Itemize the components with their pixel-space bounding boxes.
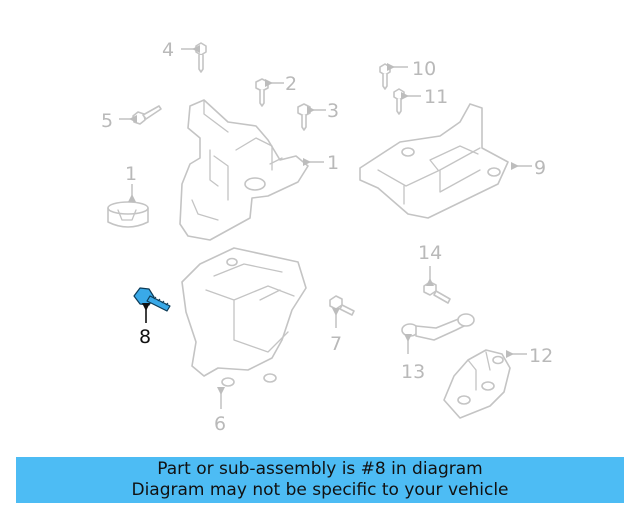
callout-1a[interactable]: 1 [327, 152, 339, 174]
part-6-bracket[interactable] [181, 247, 307, 387]
callout-6[interactable]: 6 [214, 413, 226, 435]
part-1-engine-mount[interactable] [179, 99, 309, 241]
callout-13[interactable]: 13 [401, 361, 425, 383]
callout-11[interactable]: 11 [424, 86, 448, 108]
callout-9[interactable]: 9 [534, 157, 546, 179]
callout-3[interactable]: 3 [327, 100, 339, 122]
part-13-link[interactable] [401, 313, 475, 341]
banner-line-1: Part or sub-assembly is #8 in diagram [157, 459, 483, 479]
info-banner: Part or sub-assembly is #8 in diagram Di… [16, 457, 624, 503]
part-2-bolt[interactable] [255, 78, 269, 107]
part-1-insulator[interactable] [107, 201, 149, 228]
callout-2[interactable]: 2 [285, 73, 297, 95]
banner-line-2: Diagram may not be specific to your vehi… [131, 480, 509, 500]
part-11-bolt[interactable] [393, 88, 405, 115]
callout-8[interactable]: 8 [139, 326, 151, 348]
part-8-bolt-highlighted[interactable] [133, 287, 171, 312]
part-5-bolt[interactable] [132, 105, 162, 125]
callout-14[interactable]: 14 [418, 242, 442, 264]
callout-10[interactable]: 10 [412, 58, 436, 80]
callout-1b[interactable]: 1 [125, 163, 137, 185]
part-12-bracket[interactable] [443, 349, 511, 419]
callout-5[interactable]: 5 [101, 110, 113, 132]
part-4-screw[interactable] [195, 42, 207, 73]
part-3-bolt[interactable] [297, 103, 311, 131]
part-7-bolt[interactable] [329, 295, 355, 316]
callout-12[interactable]: 12 [529, 345, 553, 367]
callout-7[interactable]: 7 [330, 333, 342, 355]
part-14-bolt[interactable] [423, 281, 451, 304]
part-9-bracket[interactable] [359, 103, 509, 219]
callout-4[interactable]: 4 [162, 39, 174, 61]
part-10-bolt[interactable] [379, 63, 391, 90]
